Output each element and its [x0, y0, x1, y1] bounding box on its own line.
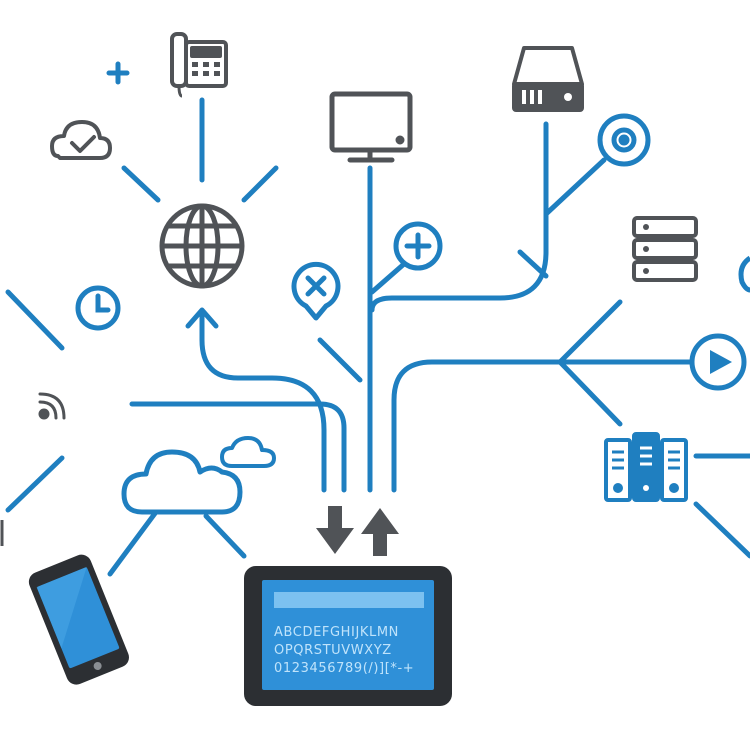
- globe-icon: [159, 203, 245, 289]
- target-icon: [597, 113, 651, 167]
- cloud-to-phone: [107, 509, 159, 577]
- partial-icon-edge: [738, 255, 750, 293]
- play-icon: [689, 333, 747, 391]
- server-stack-icon: [632, 216, 698, 282]
- upload-arrow-icon: [361, 508, 399, 556]
- globe-ray-right: [241, 165, 279, 203]
- rss-icon: [38, 392, 66, 420]
- monitor-icon: [329, 91, 413, 163]
- clock-icon: [75, 285, 121, 331]
- drive-arc-left: [517, 249, 549, 279]
- hard-drive-icon: [512, 46, 584, 112]
- cloud-to-tablet: [203, 513, 247, 559]
- globe-arrow-line: [199, 309, 327, 493]
- rss-line: [129, 401, 347, 493]
- drive-arc: [369, 121, 549, 313]
- cloud-icon: [121, 449, 243, 515]
- small-cloud-icon: [220, 436, 276, 468]
- tablet-screen-text: ABCDEFGHIJKLMN OPQRSTUVWXYZ 0123456789(/…: [274, 625, 414, 676]
- phone-icon: [170, 32, 228, 98]
- cloud-check-icon: [50, 120, 112, 160]
- server-down-line: [693, 501, 750, 559]
- screen-line-digits: 0123456789(/)][*-+: [274, 661, 414, 676]
- right-branch: [391, 359, 563, 493]
- screen-line-alphabet-2: OPQRSTUVWXYZ: [274, 643, 392, 658]
- left-ray-bottom: [5, 455, 65, 513]
- target-line: [543, 157, 607, 217]
- tablet-icon: [244, 566, 452, 706]
- right-branch-up: [557, 299, 623, 365]
- smartphone-icon: [28, 554, 129, 685]
- plus-badge-icon: [393, 221, 443, 271]
- plus-icon: [106, 61, 130, 85]
- screen-line-alphabet-1: ABCDEFGHIJKLMN: [274, 625, 399, 640]
- connector-lines: [5, 97, 750, 577]
- globe-arrow-head: [185, 307, 219, 329]
- right-branch-down: [557, 359, 623, 427]
- close-badge-icon: [291, 261, 341, 321]
- left-ray-top: [5, 289, 65, 351]
- download-arrow-icon: [316, 506, 354, 554]
- globe-ray-left: [121, 165, 161, 203]
- server-rack-icon: [604, 432, 688, 502]
- trunk-branch-left: [317, 337, 363, 383]
- trunk-branch-plus: [369, 261, 407, 295]
